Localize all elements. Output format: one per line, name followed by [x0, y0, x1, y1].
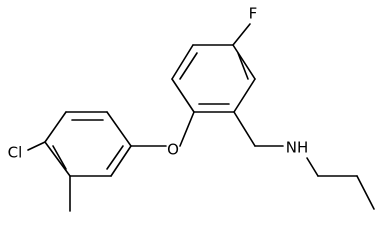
bond-propyl-2 [356, 175, 375, 210]
atom-labels: F Cl O NH [8, 5, 309, 162]
bond-left-ring-3 [106, 111, 132, 147]
bond-left-ring-double-2 [106, 145, 124, 170]
bond-right-ring-5 [233, 78, 256, 113]
bond-left-ring-1 [44, 111, 67, 143]
bond-right-ring-double-2 [237, 52, 249, 80]
chlorine-label: Cl [8, 144, 23, 162]
bond-right-ring-2 [171, 44, 194, 80]
oxygen-label: O [167, 141, 179, 159]
bond-ch2 [233, 111, 256, 147]
bond-cl [27, 141, 46, 151]
fluorine-label: F [249, 5, 258, 23]
amine-label: NH [286, 139, 309, 157]
bond-right-ring-1 [171, 78, 195, 113]
bond-f [232, 23, 251, 46]
molecule-diagram: F Cl O NH [8, 5, 375, 212]
bond-right-ring-double-1 [179, 52, 198, 80]
bond-left-ring-4 [110, 145, 132, 177]
bond-right-ring-4 [232, 44, 256, 80]
bond-ether-right [179, 111, 195, 147]
structure-canvas: F Cl O NH [7, 4, 375, 212]
bond-n-propyl [306, 157, 319, 177]
bond-left-ring-double-3 [52, 145, 67, 170]
bond-left-ring-6 [44, 141, 71, 177]
bond-lines [27, 23, 375, 212]
